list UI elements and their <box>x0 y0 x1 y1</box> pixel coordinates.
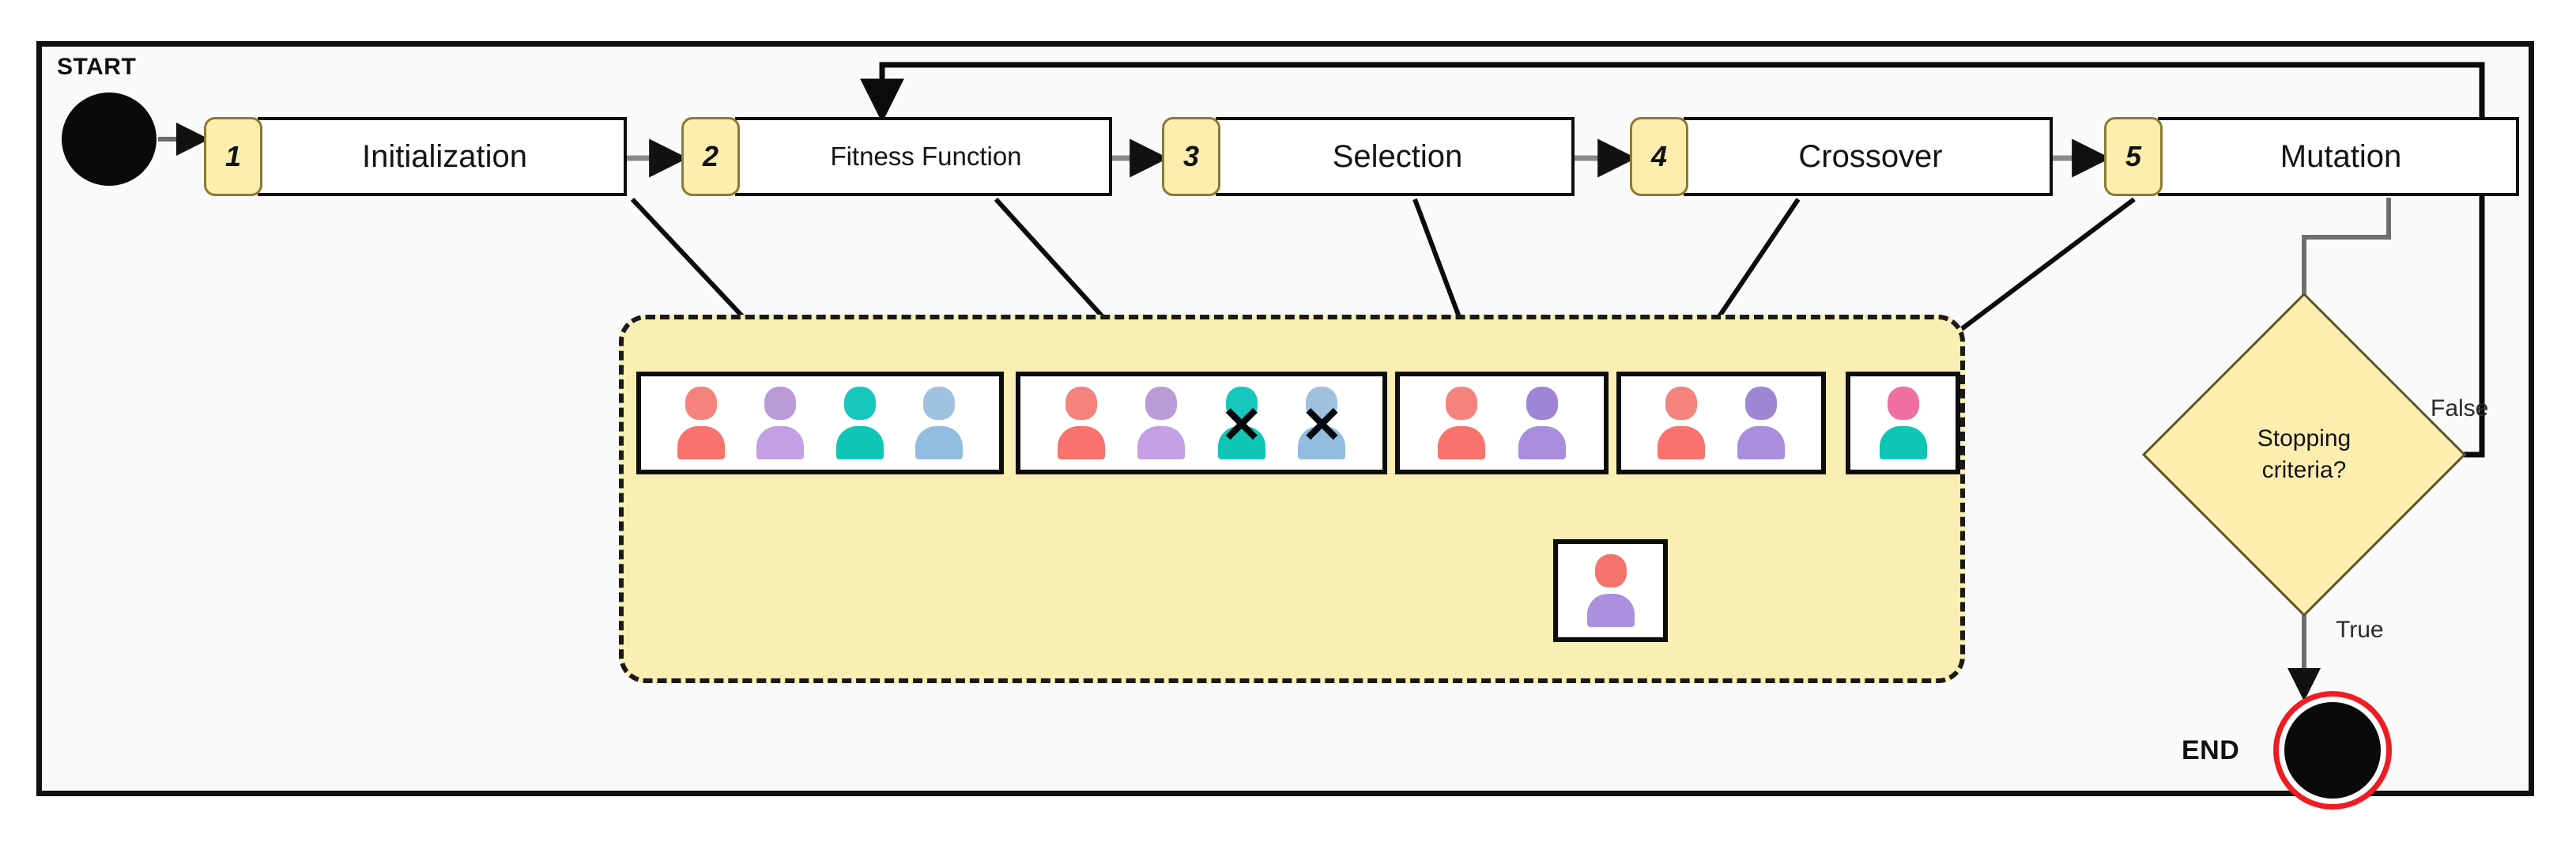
step-number-5: 5 <box>2104 117 2163 196</box>
person-icon <box>1737 387 1786 459</box>
person-head <box>685 387 717 420</box>
eliminated-x-icon: ✕ <box>1220 396 1263 454</box>
person-head <box>1225 387 1258 420</box>
person-head <box>764 387 797 420</box>
person-body <box>1137 426 1186 459</box>
person-head <box>1526 387 1559 420</box>
person-icon <box>677 387 726 459</box>
person-head <box>1145 387 1178 420</box>
person-head <box>843 387 876 420</box>
person-head <box>1887 387 1919 420</box>
end-label: END <box>2182 735 2240 765</box>
person-head <box>1745 387 1777 420</box>
person-body <box>1057 426 1105 459</box>
edge-label-true: True <box>2336 617 2384 643</box>
step-label-selection: Selection <box>1332 138 1463 174</box>
person-body <box>1879 426 1927 459</box>
person-body <box>835 426 884 459</box>
edge-label-false: False <box>2431 395 2489 421</box>
person-icon <box>1057 387 1106 459</box>
step-label-mutation: Mutation <box>2280 138 2402 174</box>
person-head <box>923 387 956 420</box>
step-body-fitness-function: Fitness Function <box>735 117 1112 196</box>
step-label-crossover: Crossover <box>1798 138 1943 174</box>
population-panel-mutated[interactable] <box>1846 372 1960 474</box>
person-body <box>1658 426 1705 459</box>
step-body-selection: Selection <box>1216 117 1575 196</box>
person-body <box>915 426 964 459</box>
person-icon <box>915 387 964 459</box>
person-body <box>756 426 805 459</box>
step-label-fitness-function: Fitness Function <box>830 142 1022 171</box>
person-icon <box>1879 387 1928 459</box>
person-head <box>1445 387 1477 420</box>
decision-line-2: criteria? <box>2261 457 2347 483</box>
person-body <box>1298 426 1346 459</box>
step-number-2: 2 <box>681 117 740 196</box>
start-label: START <box>57 54 137 80</box>
step-label-initialization: Initialization <box>361 138 527 174</box>
population-panel-selected[interactable] <box>1395 372 1609 474</box>
step-initialization[interactable]: 1 Initialization <box>204 117 627 196</box>
step-fitness-function[interactable]: 2 Fitness Function <box>681 117 1112 196</box>
person-head <box>1665 387 1697 420</box>
population-panel-crossover[interactable] <box>1616 372 1826 474</box>
person-body <box>1586 594 1635 627</box>
end-node[interactable] <box>2284 702 2381 799</box>
start-node[interactable] <box>62 93 157 186</box>
decision-line-1: Stopping <box>2257 425 2352 451</box>
person-icon <box>756 387 805 459</box>
step-crossover[interactable]: 4 Crossover <box>1630 117 2053 196</box>
person-body <box>1737 426 1785 459</box>
step-number-4: 4 <box>1630 117 1688 196</box>
population-panel-offspring[interactable] <box>1553 539 1668 642</box>
person-icon: ✕ <box>1217 387 1266 459</box>
person-body <box>677 426 725 459</box>
population-panel-initial[interactable] <box>636 372 1004 474</box>
step-selection[interactable]: 3 Selection <box>1162 117 1575 196</box>
person-icon <box>1657 387 1706 459</box>
person-body <box>1217 426 1265 459</box>
person-icon <box>1586 554 1635 627</box>
population-group-container <box>619 315 1965 683</box>
person-head <box>1065 387 1097 420</box>
step-body-crossover: Crossover <box>1684 117 2053 196</box>
person-head <box>1594 554 1627 587</box>
step-number-3: 3 <box>1162 117 1220 196</box>
step-body-mutation: Mutation <box>2158 117 2519 196</box>
step-mutation[interactable]: 5 Mutation <box>2104 117 2519 196</box>
person-body <box>1437 426 1485 459</box>
person-icon <box>835 387 884 459</box>
person-icon <box>1137 387 1186 459</box>
step-body-initialization: Initialization <box>258 117 627 196</box>
person-head <box>1306 387 1338 420</box>
person-icon <box>1437 387 1486 459</box>
decision-text: Stopping criteria? <box>2189 340 2419 569</box>
person-icon: ✕ <box>1297 387 1346 459</box>
population-panel-evaluated[interactable]: ✕✕ <box>1016 372 1387 474</box>
person-icon <box>1518 387 1567 459</box>
decision-stopping-criteria[interactable]: Stopping criteria? <box>2141 292 2467 618</box>
eliminated-x-icon: ✕ <box>1300 396 1344 454</box>
step-number-1: 1 <box>204 117 262 196</box>
person-body <box>1518 426 1567 459</box>
